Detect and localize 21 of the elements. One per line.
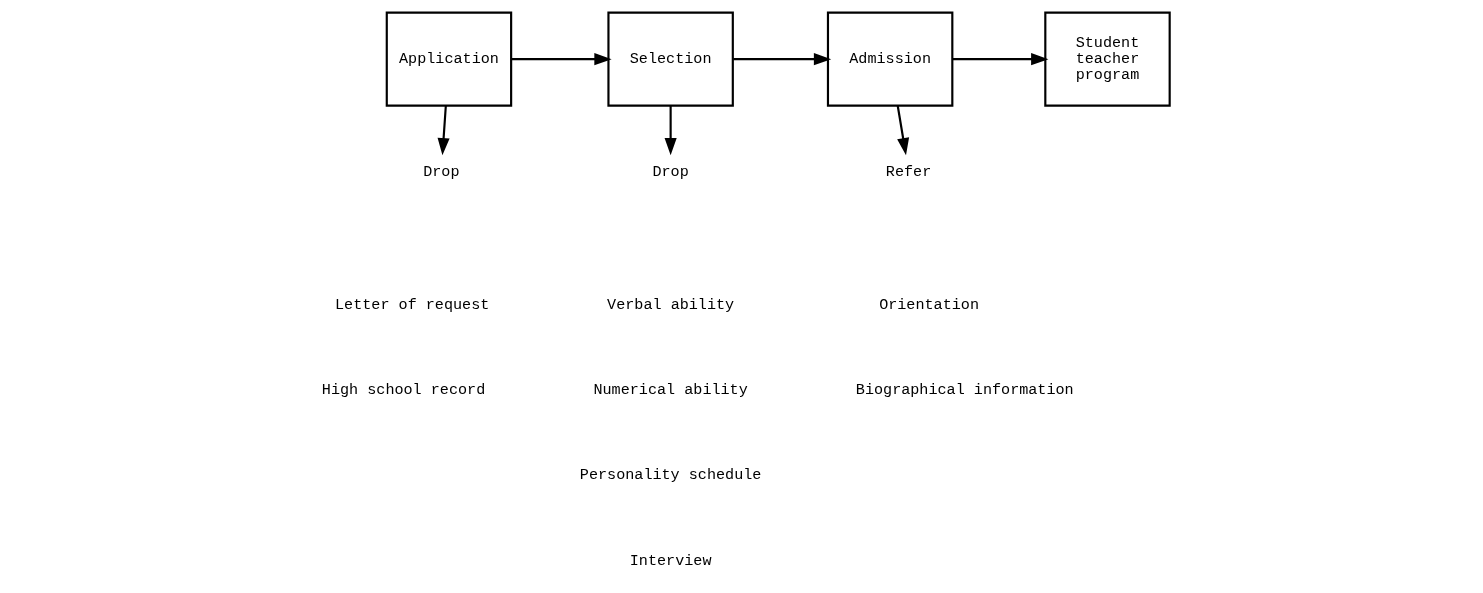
label: Biographical information [855, 381, 1074, 400]
label: Personality schedule [579, 466, 761, 485]
arrow [437, 105, 450, 156]
node-text: Drop [422, 162, 460, 181]
node-text: Drop [651, 162, 689, 181]
node-box: Application [385, 11, 512, 107]
arrow [732, 53, 831, 66]
label: Orientation [878, 295, 979, 314]
label: Verbal ability [606, 295, 734, 314]
label: Letter of request [334, 295, 489, 314]
label: Interview [629, 551, 711, 570]
node-box: Selection [606, 11, 734, 107]
label: High school record [321, 381, 485, 400]
arrow [952, 53, 1048, 66]
label: Numerical ability [592, 381, 748, 400]
arrow [664, 105, 677, 156]
node-box: Student teacher program [1043, 11, 1171, 107]
node-text: Refer [885, 162, 931, 181]
node-box: Admission [826, 11, 953, 107]
arrow [896, 105, 909, 156]
arrow [510, 53, 612, 66]
